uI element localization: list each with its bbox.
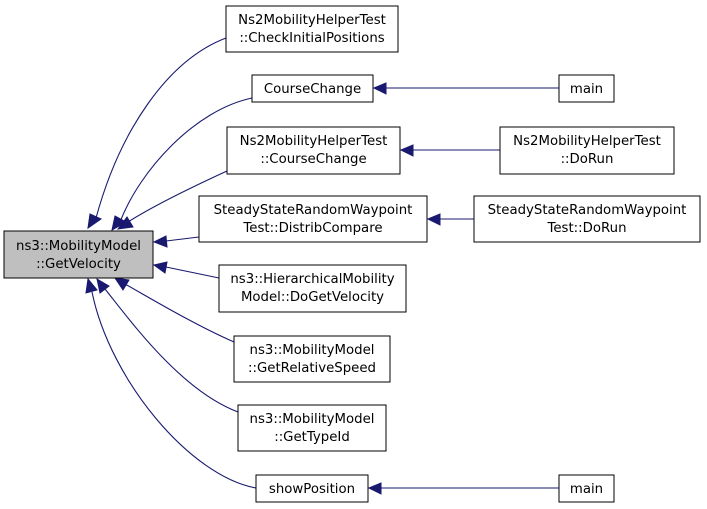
node-label-line: main <box>570 482 603 497</box>
node-label-line: Test::DoRun <box>546 221 626 236</box>
node-label-line: Ns2MobilityHelperTest <box>513 134 661 149</box>
arrowhead <box>111 215 128 231</box>
node-label-line: ::CheckInitialPositions <box>239 31 384 46</box>
node-main-coursechange[interactable]: main <box>558 74 615 103</box>
arrowhead <box>372 82 387 95</box>
arrowhead <box>85 277 98 294</box>
node-coursechange[interactable]: CourseChange <box>251 74 374 103</box>
arrowhead <box>426 213 441 226</box>
node-label-line: Ns2MobilityHelperTest <box>240 134 388 149</box>
node-label-line: Model::DoGetVelocity <box>241 290 384 305</box>
edge-distribcompare-to-getvelocity <box>165 236 200 242</box>
node-dogetvelocity[interactable]: ns3::HierarchicalMobility Model::DoGetVe… <box>218 264 407 313</box>
node-label-line: showPosition <box>269 482 355 497</box>
node-getrelativespeed[interactable]: ns3::MobilityModel ::GetRelativeSpeed <box>233 335 391 383</box>
edge-getrelativespeed-to-getvelocity <box>124 283 235 343</box>
node-label-line: SteadyStateRandomWaypoint <box>214 203 413 218</box>
edge-dogetvelocity-to-getvelocity <box>165 266 220 279</box>
arrowhead <box>87 213 103 230</box>
arrowhead <box>113 277 130 291</box>
node-label-line: SteadyStateRandomWaypoint <box>488 203 687 218</box>
node-label-line: CourseChange <box>264 82 361 97</box>
node-label-line: ns3::MobilityModel <box>250 412 375 427</box>
node-showposition[interactable]: showPosition <box>255 474 369 503</box>
edge-gettypeid-to-getvelocity <box>104 288 239 413</box>
node-label-line: main <box>570 82 603 97</box>
node-distribcompare[interactable]: SteadyStateRandomWaypoint Test::DistribC… <box>198 195 428 243</box>
node-gettypeid[interactable]: ns3::MobilityModel ::GetTypeId <box>237 404 387 452</box>
node-getvelocity[interactable]: ns3::MobilityModel ::GetVelocity <box>3 230 154 279</box>
node-label-line: Test::DistribCompare <box>242 221 382 236</box>
node-label-line: Ns2MobilityHelperTest <box>238 13 386 28</box>
edge-ns2coursechange-to-getvelocity <box>127 170 228 223</box>
node-ns2-dorun[interactable]: Ns2MobilityHelperTest ::DoRun <box>499 126 675 175</box>
edge-showposition-to-getvelocity <box>91 291 257 489</box>
node-label-line: ::GetTypeId <box>274 430 350 445</box>
node-label-line: ns3::HierarchicalMobility <box>230 272 394 287</box>
arrowhead <box>399 144 414 157</box>
arrowhead <box>152 261 168 274</box>
node-main-showposition[interactable]: main <box>558 474 615 503</box>
arrowhead <box>116 216 134 230</box>
arrowhead <box>152 235 168 248</box>
node-ssrw-dorun[interactable]: SteadyStateRandomWaypoint Test::DoRun <box>473 195 701 243</box>
edges <box>85 37 559 495</box>
node-label-line: ns3::MobilityModel <box>250 343 375 358</box>
node-label-line: ::GetVelocity <box>36 257 121 272</box>
edge-checkinitialpositions-to-getvelocity <box>95 37 227 219</box>
node-label-line: ::CourseChange <box>260 152 366 167</box>
arrowhead <box>96 277 110 294</box>
edge-coursechange-to-getvelocity <box>119 97 253 223</box>
arrowhead <box>367 482 382 495</box>
node-label-line: ::DoRun <box>561 152 614 167</box>
node-ns2-coursechange[interactable]: Ns2MobilityHelperTest ::CourseChange <box>226 126 401 175</box>
node-label-line: ::GetRelativeSpeed <box>248 361 376 376</box>
node-checkinitialpositions[interactable]: Ns2MobilityHelperTest ::CheckInitialPosi… <box>225 5 399 53</box>
node-label-line: ns3::MobilityModel <box>16 239 141 254</box>
